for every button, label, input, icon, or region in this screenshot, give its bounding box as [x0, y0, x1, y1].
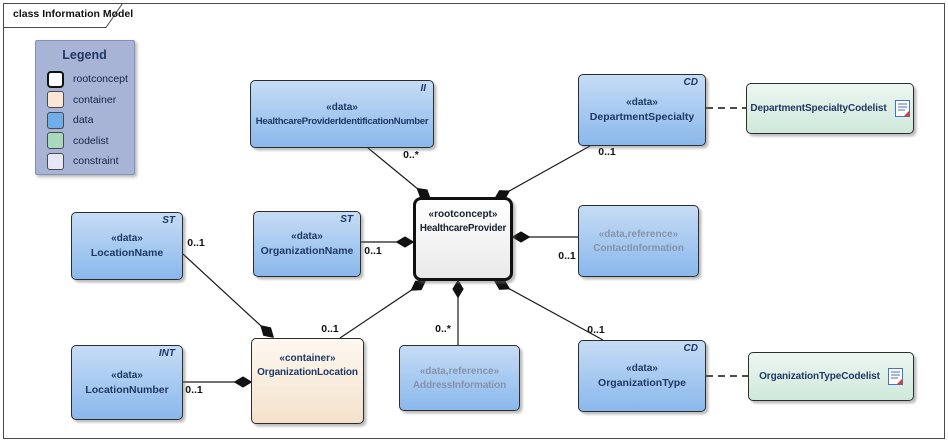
legend-item-label: container [73, 93, 117, 106]
node-name: OrganizationType [598, 377, 686, 389]
document-icon [894, 100, 910, 117]
datatype-label: ST [340, 214, 353, 225]
stereotype-label: «data,reference» [598, 228, 679, 240]
edge-hpin-to-provider [367, 147, 430, 199]
datatype-label: ST [162, 215, 175, 226]
legend-item-label: codelist [73, 134, 109, 147]
multiplicity-label: 0..1 [321, 323, 339, 335]
multiplicity-label: 0..1 [598, 146, 616, 158]
legend-item-constraint: constraint [47, 151, 134, 172]
diagram-title: class Information Model [13, 8, 134, 20]
node-name: ContactInformation [593, 242, 684, 254]
node-organization-type-codelist[interactable]: OrganizationTypeCodelist [748, 352, 914, 401]
multiplicity-label: 0..1 [364, 245, 382, 257]
node-department-specialty-codelist[interactable]: DepartmentSpecialtyCodelist [746, 83, 914, 134]
stereotype-label: «data» [326, 101, 358, 113]
legend-item-codelist: codelist [47, 131, 134, 152]
node-name: DepartmentSpecialtyCodelist [750, 103, 887, 114]
node-healthcare-provider-identification-number[interactable]: II «data» HealthcareProviderIdentificati… [250, 80, 434, 148]
legend-item-label: rootconcept [73, 73, 128, 86]
multiplicity-label: 0..1 [558, 250, 576, 262]
node-name: LocationNumber [85, 383, 169, 396]
node-name: AddressInformation [412, 379, 507, 391]
edge-locationname-to-organizationlocation [182, 253, 273, 337]
datatype-label: II [420, 83, 426, 94]
node-name: OrganizationLocation [257, 367, 358, 378]
edge-organizationtype-to-provider [495, 281, 604, 341]
multiplicity-label: 0..1 [185, 384, 203, 396]
stereotype-label: «data» [291, 231, 323, 242]
document-icon [887, 368, 903, 385]
legend-item-data: data [47, 110, 134, 131]
node-department-specialty[interactable]: CD «data» DepartmentSpecialty [578, 74, 706, 146]
rootconcept-swatch [47, 70, 64, 88]
node-organization-name[interactable]: ST «data» OrganizationName [253, 211, 361, 277]
node-name: DepartmentSpecialty [589, 111, 695, 123]
legend-item-label: data [73, 114, 94, 127]
codelist-swatch [47, 132, 64, 150]
node-address-information[interactable]: «data,reference» AddressInformation [399, 345, 520, 411]
node-contact-information[interactable]: «data,reference» ContactInformation [578, 205, 699, 277]
data-swatch [47, 111, 64, 129]
node-location-number[interactable]: INT «data» LocationNumber [71, 345, 183, 420]
multiplicity-label: 0..* [435, 323, 451, 335]
datatype-label: CD [683, 77, 698, 88]
node-name: HealthcareProviderIdentificationNumber [255, 115, 429, 127]
node-location-name[interactable]: ST «data» LocationName [71, 212, 183, 280]
datatype-label: INT [158, 348, 175, 359]
node-name: HealthcareProvider [419, 223, 507, 234]
node-organization-location[interactable]: «container» OrganizationLocation [251, 338, 364, 424]
stereotype-label: «container» [279, 353, 336, 364]
datatype-label: CD [683, 343, 698, 354]
diagram-tab-shape [3, 3, 124, 28]
multiplicity-label: 0..1 [187, 237, 205, 249]
legend-item-rootconcept: rootconcept [47, 69, 134, 90]
legend-title: Legend [62, 48, 107, 62]
stereotype-label: «data» [626, 97, 658, 108]
stereotype-label: «data» [111, 233, 143, 244]
diagram-frame-border [3, 3, 945, 439]
stereotype-label: «data» [111, 369, 143, 381]
node-healthcare-provider[interactable]: «rootconcept» HealthcareProvider [413, 197, 513, 281]
node-name: LocationName [90, 247, 164, 259]
stereotype-label: «data» [626, 363, 658, 374]
multiplicity-label: 0..1 [587, 324, 605, 336]
stereotype-label: «rootconcept» [428, 209, 498, 220]
edge-departmentspecialty-to-provider [495, 145, 591, 199]
container-swatch [47, 91, 64, 109]
node-organization-type[interactable]: CD «data» OrganizationType [578, 340, 706, 412]
edge-organizationlocation-to-provider [339, 281, 425, 339]
node-name: OrganizationName [260, 245, 354, 257]
constraint-swatch [47, 152, 64, 170]
stereotype-label: «data,reference» [419, 365, 500, 377]
multiplicity-label: 0..* [403, 149, 419, 161]
legend-panel: Legend rootconcept container data codeli… [35, 40, 135, 175]
node-name: OrganizationTypeCodelist [759, 371, 880, 382]
legend-item-container: container [47, 90, 134, 111]
legend-item-label: constraint [73, 155, 119, 168]
